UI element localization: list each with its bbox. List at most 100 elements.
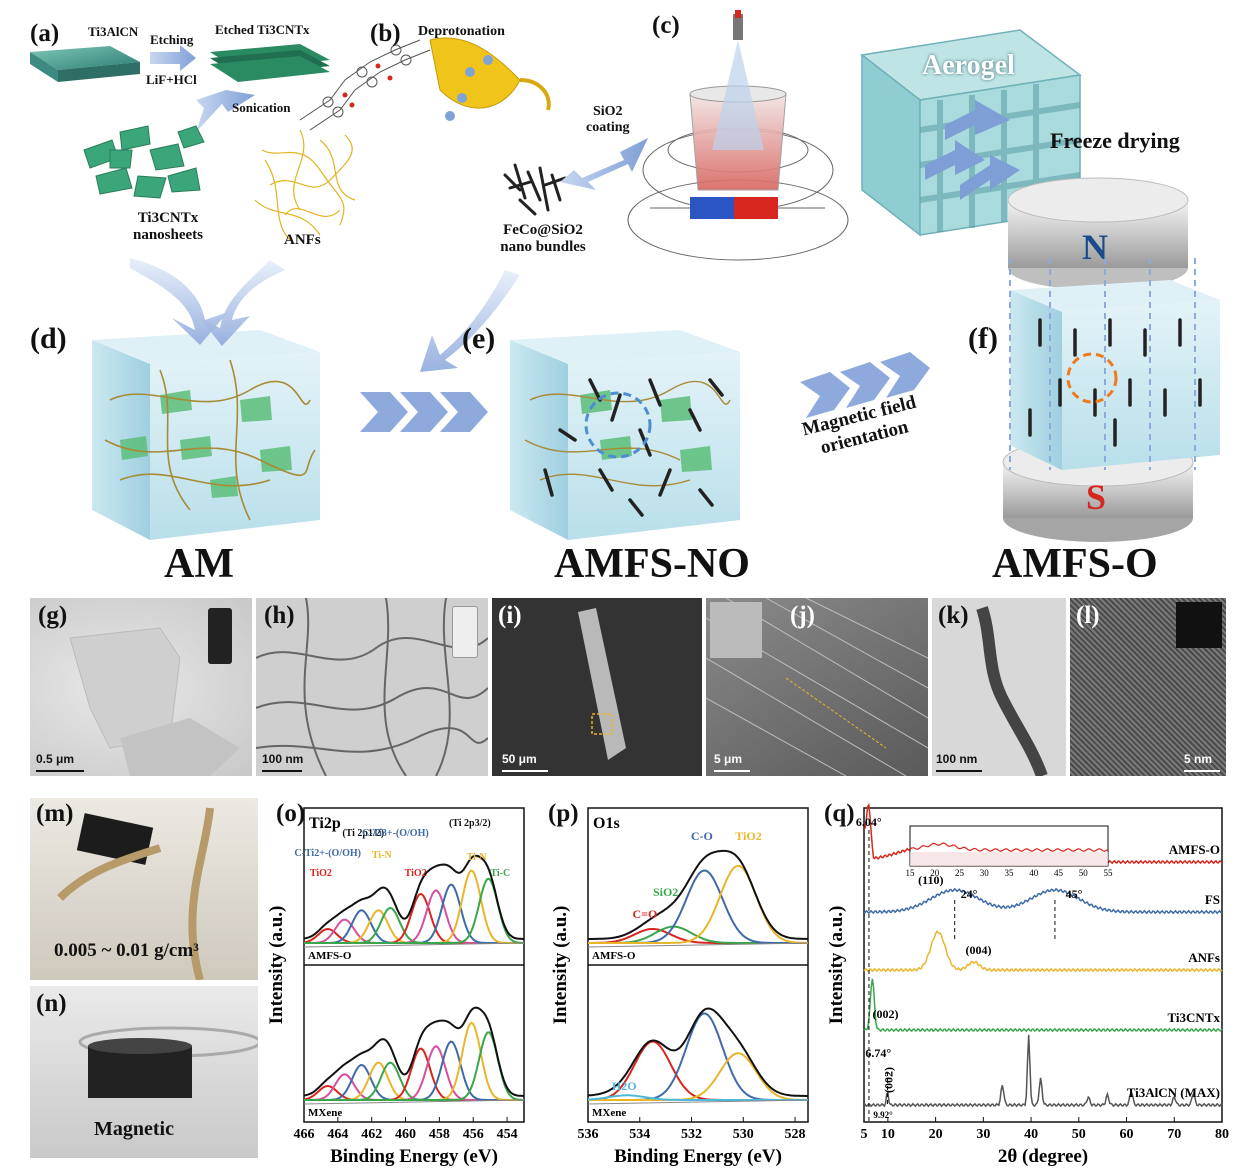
oxygen-atoms xyxy=(342,63,393,108)
subpanel-label: AMFS-O xyxy=(592,950,636,962)
panel-a-label: (a) xyxy=(30,20,60,47)
envelope-0 xyxy=(588,849,809,940)
x-tick-label: 528 xyxy=(785,1127,806,1142)
annotation: (110) xyxy=(918,873,943,887)
panel-g-label: (g) xyxy=(38,602,68,629)
x-tick-label: 5 xyxy=(861,1127,868,1142)
scale-l: 5 nm xyxy=(1184,752,1213,766)
nanosheet-cluster xyxy=(83,125,205,199)
amfs-no-label: AMFS-NO xyxy=(554,541,750,587)
aramid-molecule xyxy=(299,39,431,131)
bundle-arrow xyxy=(420,270,520,372)
x-tick-label: 460 xyxy=(395,1127,416,1142)
x-tick-label: 456 xyxy=(463,1127,484,1142)
series-label: Ti3AlCN (MAX) xyxy=(1127,1085,1220,1100)
y-axis-label: Intensity (a.u.) xyxy=(550,906,571,1025)
x-tick-label: 530 xyxy=(733,1127,754,1142)
inset-tick-label: 15 xyxy=(906,868,916,878)
scale-g: 0.5 μm xyxy=(36,752,75,766)
annotation: 45° xyxy=(1066,887,1083,901)
panel-q-label: (q) xyxy=(824,800,855,827)
peak-label: Ti-N xyxy=(467,852,488,863)
deprotonation-label: Deprotonation xyxy=(418,24,505,39)
deprotonation-ions xyxy=(445,55,493,121)
magnetic-label: Magnetic xyxy=(94,1118,174,1140)
inset-tick-label: 30 xyxy=(980,868,990,878)
micrograph-l: 5 nm xyxy=(1070,598,1226,776)
x-tick-label: 30 xyxy=(976,1127,990,1142)
chevron-arrows-2 xyxy=(800,352,930,418)
panel-d-label: (d) xyxy=(30,322,67,355)
annotation: (004) xyxy=(966,943,992,957)
panel-k-label: (k) xyxy=(938,602,969,629)
peak-fit-1-9 xyxy=(304,1031,525,1101)
x-axis-label: 2θ (degree) xyxy=(998,1146,1088,1167)
south-label: S xyxy=(1086,477,1107,517)
peak-label: (Ti 2p3/2) xyxy=(449,818,491,829)
x-tick-label: 60 xyxy=(1120,1127,1134,1142)
peak-label: Ti-C xyxy=(490,868,510,879)
peak-label: Ti-N xyxy=(372,850,393,861)
x-tick-label: 534 xyxy=(629,1127,650,1142)
scalebar-k xyxy=(936,770,982,772)
aerogel-label: Aerogel xyxy=(922,50,1015,81)
coating-arrow xyxy=(560,138,648,190)
x-tick-label: 10 xyxy=(881,1127,895,1142)
series-label: ANFs xyxy=(1188,950,1220,965)
fibril-bundle xyxy=(429,37,521,109)
peak-label: H2O xyxy=(612,1079,637,1093)
sonication-label: Sonication xyxy=(232,100,291,115)
x-tick-label: 40 xyxy=(1024,1127,1038,1142)
annotation: 6.04° xyxy=(856,815,882,829)
micrograph-h: 100 nm xyxy=(256,598,488,776)
annotation: (002) xyxy=(882,1067,896,1093)
panel-m-label: (m) xyxy=(36,800,74,827)
vial-clear xyxy=(452,606,478,658)
x-tick-label: 466 xyxy=(294,1127,315,1142)
x-tick-label: 20 xyxy=(929,1127,943,1142)
baseline-0 xyxy=(303,942,525,948)
panel-i-label: (i) xyxy=(498,602,522,629)
inset-tick-label: 55 xyxy=(1104,868,1114,878)
feco-bundles xyxy=(503,163,567,216)
series-label: FS xyxy=(1205,892,1220,907)
etching-label: Etching xyxy=(150,32,194,47)
series-label: AMFS-O xyxy=(1169,842,1220,857)
inset-tick-label: 40 xyxy=(1029,868,1039,878)
cube-amfs-o xyxy=(1009,258,1220,470)
micrograph-k: 100 nm xyxy=(932,598,1066,776)
north-label: N xyxy=(1082,227,1108,267)
peak-label: C-Ti2+-(O/OH) xyxy=(294,848,361,859)
inset-tick-label: 35 xyxy=(1005,868,1015,878)
micrograph-g: 0.5 μm xyxy=(30,598,252,776)
annotation: 9.92° xyxy=(873,1110,893,1120)
x-tick-label: 532 xyxy=(681,1127,702,1142)
peak-fit-0-3 xyxy=(588,864,809,944)
schematic-figure xyxy=(30,10,1220,542)
inset-tick-label: 50 xyxy=(1079,868,1089,878)
sonication-arrow xyxy=(196,90,255,132)
scalebar-g xyxy=(36,770,84,772)
lif-label: LiF+HCl xyxy=(146,72,197,87)
saed-inset xyxy=(1176,602,1222,648)
plot-frame xyxy=(863,807,1223,1123)
peak-label: SiO2 xyxy=(653,885,678,899)
xrd-curve-1 xyxy=(863,887,1223,915)
peak-fit-1-4 xyxy=(587,1094,808,1101)
xrd-curve-2 xyxy=(863,930,1223,973)
inset-tick-label: 25 xyxy=(955,868,965,878)
anfs-label: ANFs xyxy=(284,232,321,248)
micrograph-j: 5 μm xyxy=(706,598,928,776)
annotation: 24° xyxy=(961,887,978,901)
inset-tick-label: 45 xyxy=(1054,868,1064,878)
panel-b-label: (b) xyxy=(370,20,401,47)
photo-n: Magnetic xyxy=(30,986,258,1158)
scale-h: 100 nm xyxy=(262,752,304,766)
panel-j-label: (j) xyxy=(790,602,815,629)
ti3alcn-label: Ti3AlCN xyxy=(88,24,139,39)
panel-l-label: (l) xyxy=(1076,602,1100,629)
chart-title: O1s xyxy=(593,815,620,832)
